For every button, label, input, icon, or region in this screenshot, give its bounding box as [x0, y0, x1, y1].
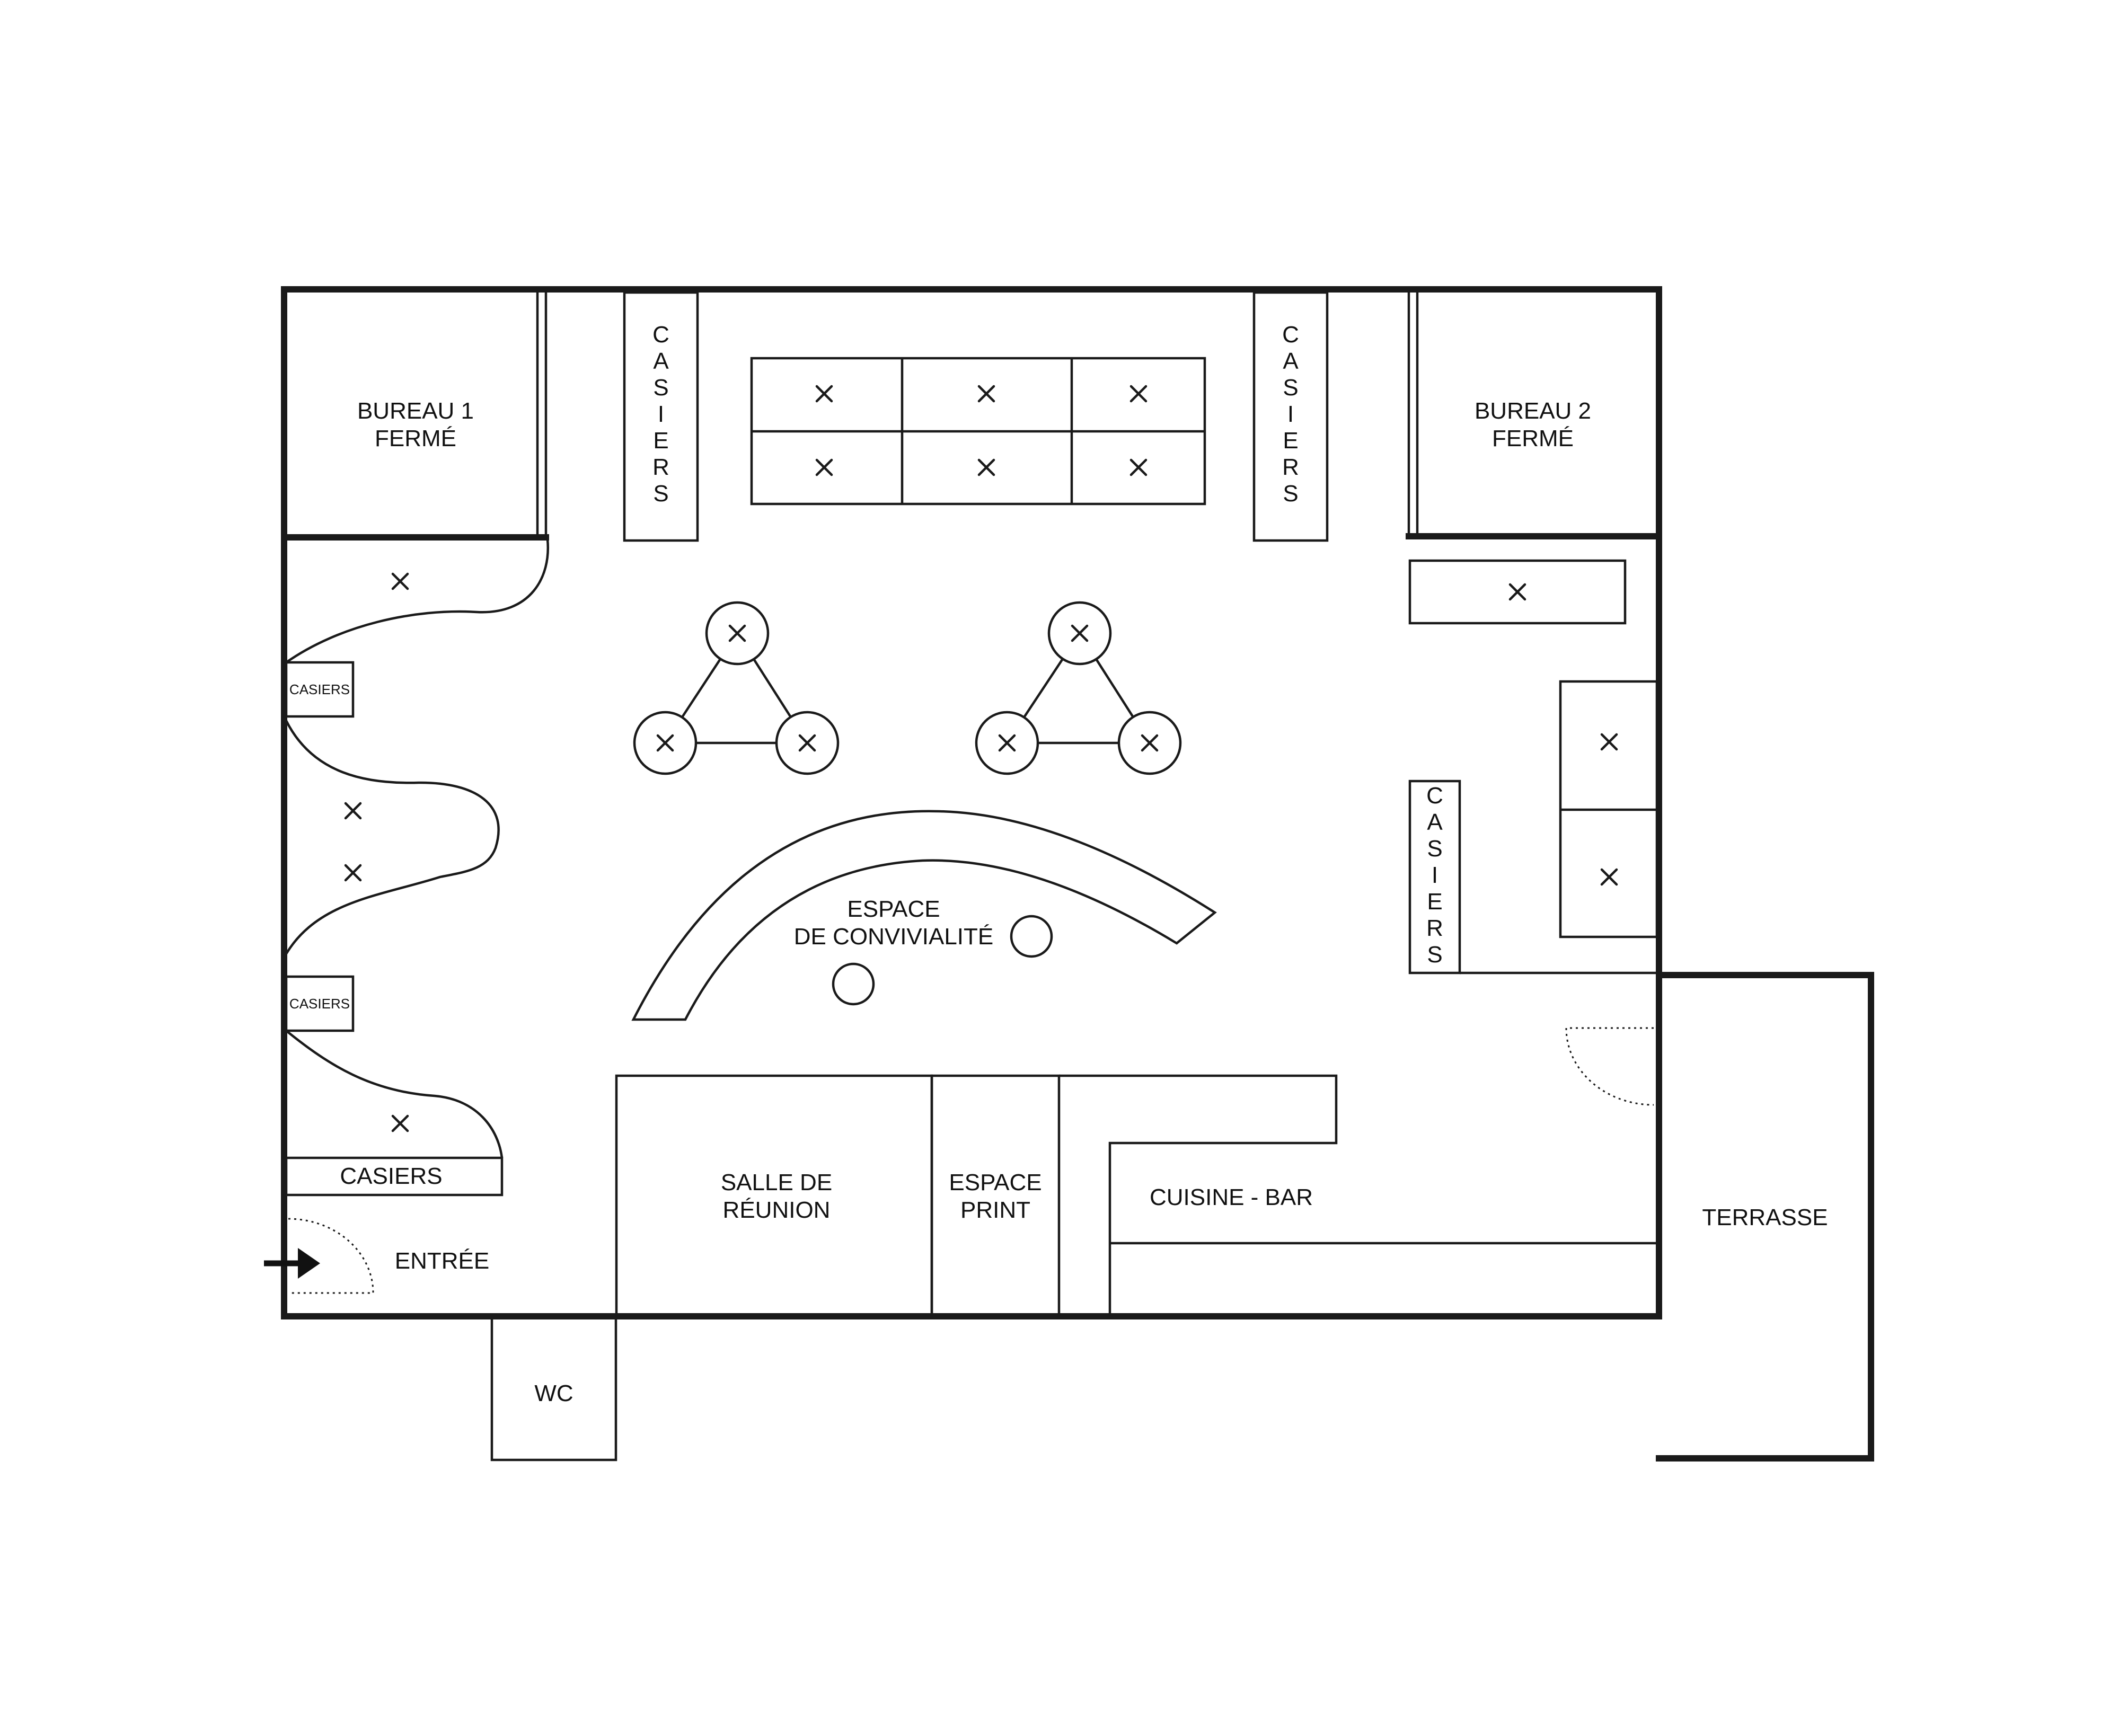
seat-marker-icon — [728, 624, 746, 642]
desk-marker-icon — [391, 1114, 409, 1132]
desk-marker-icon — [1600, 733, 1618, 751]
meeting-room-label-line-1: SALLE DE — [721, 1170, 832, 1195]
locker-letter: S — [653, 375, 668, 401]
bureau-1-label-line-1: BUREAU 1 — [357, 398, 474, 424]
locker-letter: C — [652, 322, 669, 348]
desk-marker-icon — [815, 385, 833, 403]
locker-letter: R — [1282, 454, 1299, 480]
entrance-label: ENTRÉE — [395, 1248, 489, 1274]
print-area-label-line-1: ESPACE — [949, 1170, 1042, 1195]
seat-marker-icon — [656, 734, 674, 752]
desk-marker-icon — [344, 864, 362, 882]
seat-marker-icon — [998, 734, 1016, 752]
locker-letter: S — [653, 481, 668, 507]
seat-marker-icon — [1141, 734, 1159, 752]
desk-marker-icon — [391, 572, 409, 590]
bureau-2: BUREAU 2 FERMÉ — [1406, 289, 1662, 539]
conviviality-area: ESPACE DE CONVIVIALITÉ — [631, 810, 1217, 1021]
kitchen-bar-label: CUISINE - BAR — [1150, 1184, 1313, 1210]
locker-letter: S — [1427, 836, 1442, 862]
locker-letter: A — [1427, 809, 1443, 835]
left-wall-partitions: CASIERS CASIERS CASIERS — [285, 539, 550, 1197]
locker-letter: C — [1426, 783, 1443, 809]
locker-letter: S — [1283, 375, 1298, 401]
locker-letter: A — [1283, 348, 1299, 374]
terrace: TERRASSE — [1702, 1204, 1828, 1230]
kitchen-bar: CUISINE - BAR — [1059, 1074, 1657, 1315]
print-area: ESPACE PRINT — [930, 1074, 1061, 1317]
desk-block-top — [750, 357, 1206, 506]
round-table-cluster-2 — [975, 601, 1182, 775]
locker-letter: R — [1426, 915, 1443, 941]
wc: WC — [490, 1317, 617, 1462]
bureau-1-label-line-2: FERMÉ — [375, 426, 456, 451]
outer-walls — [281, 286, 1874, 1462]
locker-letter: I — [658, 401, 664, 427]
locker-label-small: CASIERS — [289, 681, 350, 697]
locker-letter: E — [1283, 428, 1298, 454]
bureau-1: BUREAU 1 FERMÉ — [281, 289, 549, 541]
seat-marker-icon — [1071, 624, 1089, 642]
conviviality-label-line-1: ESPACE — [847, 896, 940, 922]
desk-marker-icon — [977, 458, 995, 476]
locker-letter: R — [652, 454, 669, 480]
locker-letter: S — [1427, 942, 1442, 968]
locker-letter: A — [653, 348, 669, 374]
entrance-arrow-icon — [264, 1248, 320, 1279]
locker-letter: I — [1432, 862, 1438, 888]
desk-marker-icon — [815, 458, 833, 476]
print-area-label-line-2: PRINT — [960, 1197, 1030, 1223]
conviviality-label-line-2: DE CONVIVIALITÉ — [794, 924, 994, 950]
locker-label-small: CASIERS — [289, 996, 350, 1012]
terrace-door-swing — [1565, 1027, 1654, 1106]
stool-icon — [1010, 915, 1053, 958]
locker-letter: I — [1287, 401, 1294, 427]
lockers-top-right: C A S I E R S — [1252, 291, 1329, 542]
wc-label: WC — [534, 1380, 573, 1406]
bureau-2-label-line-2: FERMÉ — [1492, 426, 1574, 451]
lockers-top-left: C A S I E R S — [623, 291, 699, 542]
locker-letter: E — [1427, 889, 1442, 915]
terrace-label: TERRASSE — [1702, 1204, 1828, 1230]
locker-letter: C — [1282, 322, 1299, 348]
desk-marker-icon — [344, 802, 362, 820]
right-side-workspace: C A S I E R S — [1408, 559, 1658, 1106]
locker-label-large: CASIERS — [340, 1163, 442, 1189]
desk-marker-icon — [1508, 583, 1526, 601]
stool-icon — [832, 962, 875, 1006]
meeting-room: SALLE DE RÉUNION — [615, 1074, 933, 1317]
seat-marker-icon — [798, 734, 816, 752]
desk-marker-icon — [1129, 458, 1148, 476]
desk-marker-icon — [977, 385, 995, 403]
locker-letter: S — [1283, 481, 1298, 507]
entrance: ENTRÉE — [264, 1218, 489, 1294]
desk-marker-icon — [1600, 868, 1618, 886]
round-table-cluster-1 — [633, 601, 840, 775]
desk-marker-icon — [1129, 385, 1148, 403]
locker-letter: E — [653, 428, 668, 454]
bureau-2-label-line-1: BUREAU 2 — [1475, 398, 1591, 424]
meeting-room-label-line-2: RÉUNION — [723, 1197, 831, 1223]
